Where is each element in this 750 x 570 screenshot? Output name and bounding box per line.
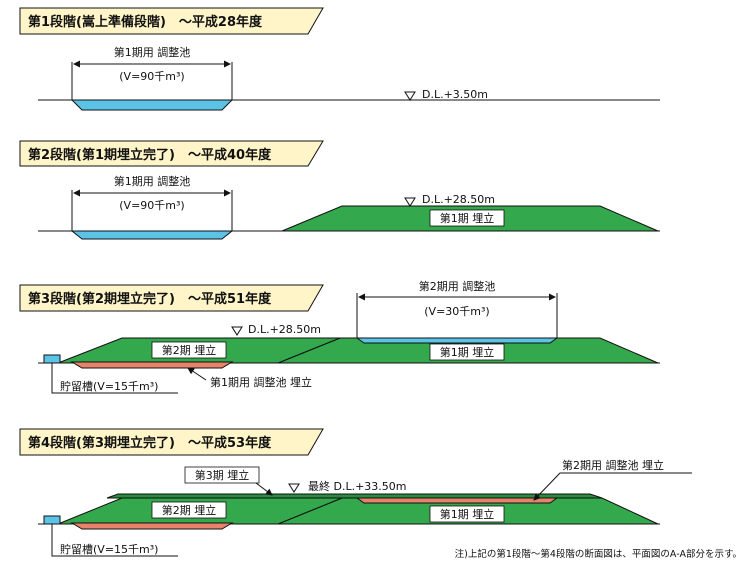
- stage-3-pond-water: [355, 337, 559, 344]
- stage-3-fill-phase-1-label: 第1期 埋立: [440, 345, 495, 359]
- stage-2-fill-phase-1-label-box: [429, 209, 505, 227]
- stage-4-fill-phase-1-label-box: [429, 505, 505, 523]
- stage-3-buried-pond: [70, 361, 234, 369]
- stage-2-pond-water: [70, 230, 234, 240]
- stage-4-buried-pond-1: [70, 522, 234, 530]
- stage-4-fill-phase-3-leader: [255, 482, 273, 496]
- stage-3-tank: [43, 354, 61, 364]
- stage-3-level: D.L.+28.50m: [248, 323, 321, 336]
- stage-1-level-marker-icon: [404, 91, 416, 101]
- stage-1-pond-name: 第1期用 調整池: [114, 45, 191, 59]
- stage-3-pond-name: 第2期用 調整池: [419, 279, 496, 293]
- stage-1-title: 第1段階(嵩上準備段階) ～平成28年度: [28, 14, 263, 30]
- stage-2-pond-name: 第1期用 調整池: [114, 174, 191, 188]
- stage-2: 第2段階(第1期埋立完了) ～平成40年度 第1期用 調整池 (V=90千m³)…: [19, 140, 660, 240]
- stage-1-header-box: [19, 7, 324, 35]
- stage-4-header-box: [19, 428, 324, 456]
- stage-3-tank-leader: [51, 363, 178, 394]
- stage-4-fill-phase-3-label: 第3期 埋立: [195, 468, 250, 482]
- stage-4-buried-pond-leader: [533, 472, 692, 501]
- stage-4-level-marker-icon: [288, 483, 300, 493]
- stage-3-level-marker-icon: [231, 326, 243, 336]
- stage-2-level: D.L.+28.50m: [422, 193, 495, 206]
- stage-2-header-box: [19, 140, 324, 167]
- stage-3-fill-phase-2-label: 第2期 埋立: [162, 343, 217, 357]
- stage-4-tank-label: 貯留槽(V=15千m³): [60, 543, 158, 556]
- stage-4-fill-phase-2-label: 第2期 埋立: [162, 503, 217, 517]
- stage-2-level-marker-icon: [404, 197, 416, 207]
- stage-3-buried-pond-label: 第1期用 調整池 埋立: [210, 375, 312, 389]
- stage-1-level: D.L.+3.50m: [422, 88, 488, 101]
- stage-4-title: 第4段階(第3期埋立完了) ～平成53年度: [28, 435, 272, 451]
- stage-3-pond-volume: (V=30千m³): [424, 305, 489, 318]
- footnote: 注)上記の第1段階～第4段階の断面図は、平面図のA-A部分を示す。: [455, 548, 742, 560]
- stage-1-pond-volume: (V=90千m³): [119, 70, 184, 83]
- stage-3-title: 第3段階(第2期埋立完了) ～平成51年度: [28, 291, 272, 307]
- stage-3-fill-phase-2-label-box: [151, 341, 227, 359]
- stage-2-title: 第2段階(第1期埋立完了) ～平成40年度: [28, 147, 272, 163]
- stage-2-fill-phase-1-label: 第1期 埋立: [440, 211, 495, 225]
- stage-4-tank-leader: [51, 524, 178, 557]
- stage-4-fill-phase-3-label-box: [184, 466, 260, 484]
- stage-4-buried-pond-label: 第2期用 調整池 埋立: [562, 458, 664, 472]
- stage-4-tank: [43, 515, 61, 525]
- stage-3-fill-phase-1-label-box: [429, 343, 505, 361]
- stage-4-level: 最終 D.L.+33.50m: [308, 479, 407, 493]
- stage-4: 第4段階(第3期埋立完了) ～平成53年度 第1期 埋立 第2期 埋立 第3期 …: [19, 428, 692, 557]
- stage-1-pond-water: [70, 99, 234, 111]
- stage-3: 第3段階(第2期埋立完了) ～平成51年度 第2期用 調整池 (V=30千m³)…: [19, 279, 660, 394]
- stage-4-fill-phase-1-label: 第1期 埋立: [440, 507, 495, 521]
- stage-3-buried-pond-leader: [187, 367, 207, 381]
- stage-3-tank-label: 貯留槽(V=15千m³): [60, 380, 158, 393]
- stage-4-buried-pond-2: [355, 497, 559, 504]
- stage-3-header-box: [19, 284, 324, 312]
- stage-4-fill-phase-2-label-box: [151, 501, 227, 519]
- stage-2-pond-volume: (V=90千m³): [119, 199, 184, 212]
- stage-1: 第1段階(嵩上準備段階) ～平成28年度 第1期用 調整池 (V=90千m³) …: [19, 7, 660, 111]
- stage-4-fill-phase-3: [106, 493, 603, 499]
